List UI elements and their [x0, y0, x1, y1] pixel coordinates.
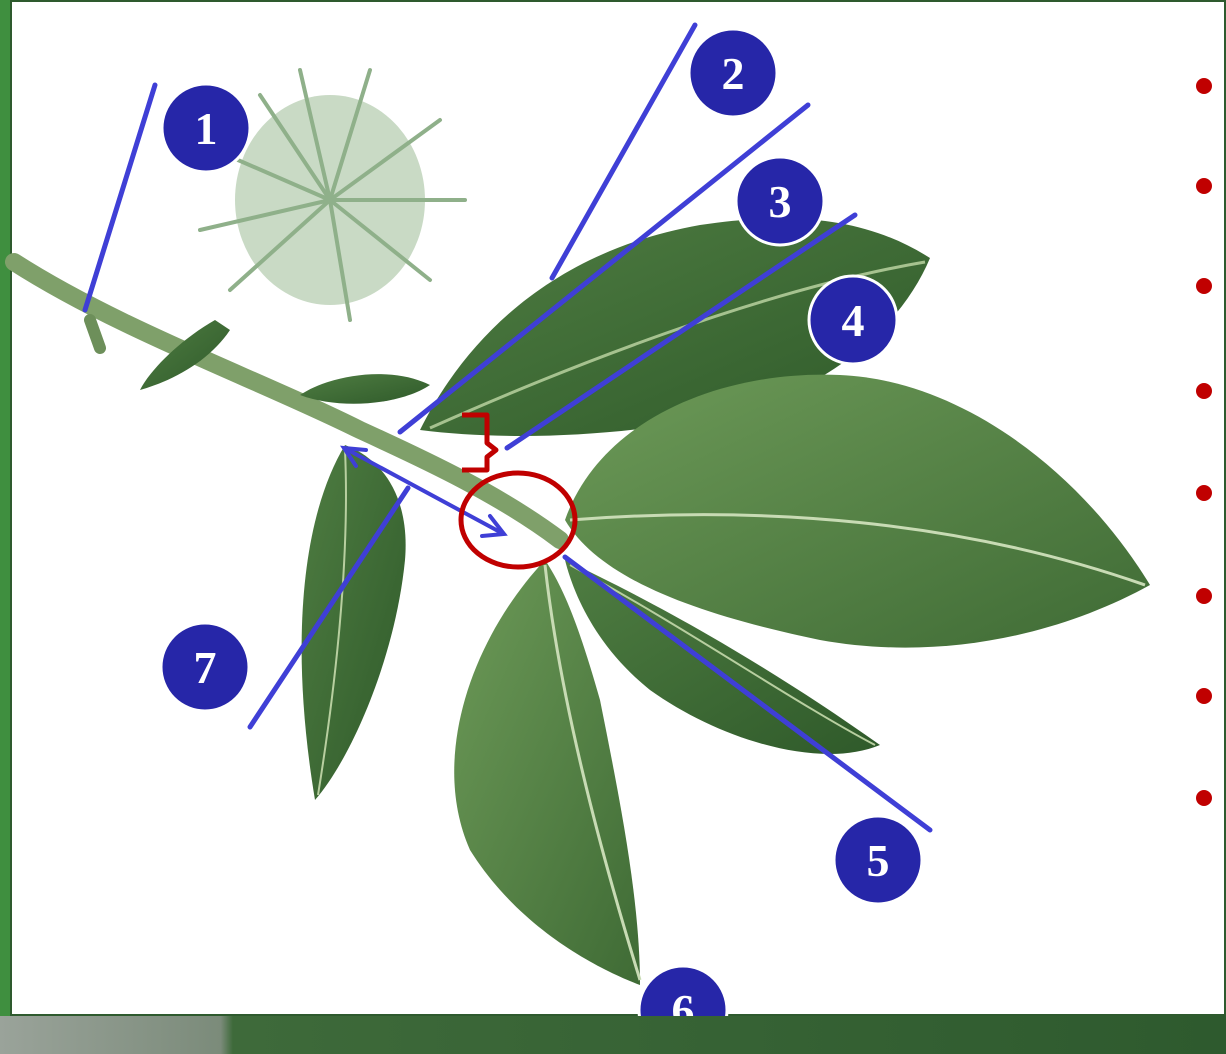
badge-4: 4: [809, 276, 897, 364]
svg-text:7: 7: [194, 642, 217, 693]
badge-5: 5: [834, 816, 922, 904]
svg-text:4: 4: [842, 295, 865, 346]
badge-7: 7: [161, 623, 249, 711]
svg-text:6: 6: [672, 985, 695, 1016]
bullet-7: [1196, 688, 1212, 704]
badge-2: 2: [689, 29, 777, 117]
small-leaf: [300, 374, 430, 404]
bullet-8: [1196, 790, 1212, 806]
svg-text:5: 5: [867, 835, 890, 886]
badge-6: 6: [639, 966, 727, 1016]
svg-text:3: 3: [769, 176, 792, 227]
badge-1: 1: [162, 84, 250, 172]
svg-text:1: 1: [195, 103, 218, 154]
bullet-3: [1196, 278, 1212, 294]
plant-diagram: 1 2 3 4 5 6 7: [0, 0, 1226, 1016]
pointer-line-1: [85, 85, 155, 310]
bullet-6: [1196, 588, 1212, 604]
bullet-2: [1196, 178, 1212, 194]
badge-3: 3: [736, 157, 824, 245]
bud-node: [90, 320, 100, 348]
bullet-1: [1196, 78, 1212, 94]
bullet-4: [1196, 383, 1212, 399]
svg-text:2: 2: [722, 48, 745, 99]
bullet-5: [1196, 485, 1212, 501]
background-bottom-strip: [0, 1016, 1226, 1054]
